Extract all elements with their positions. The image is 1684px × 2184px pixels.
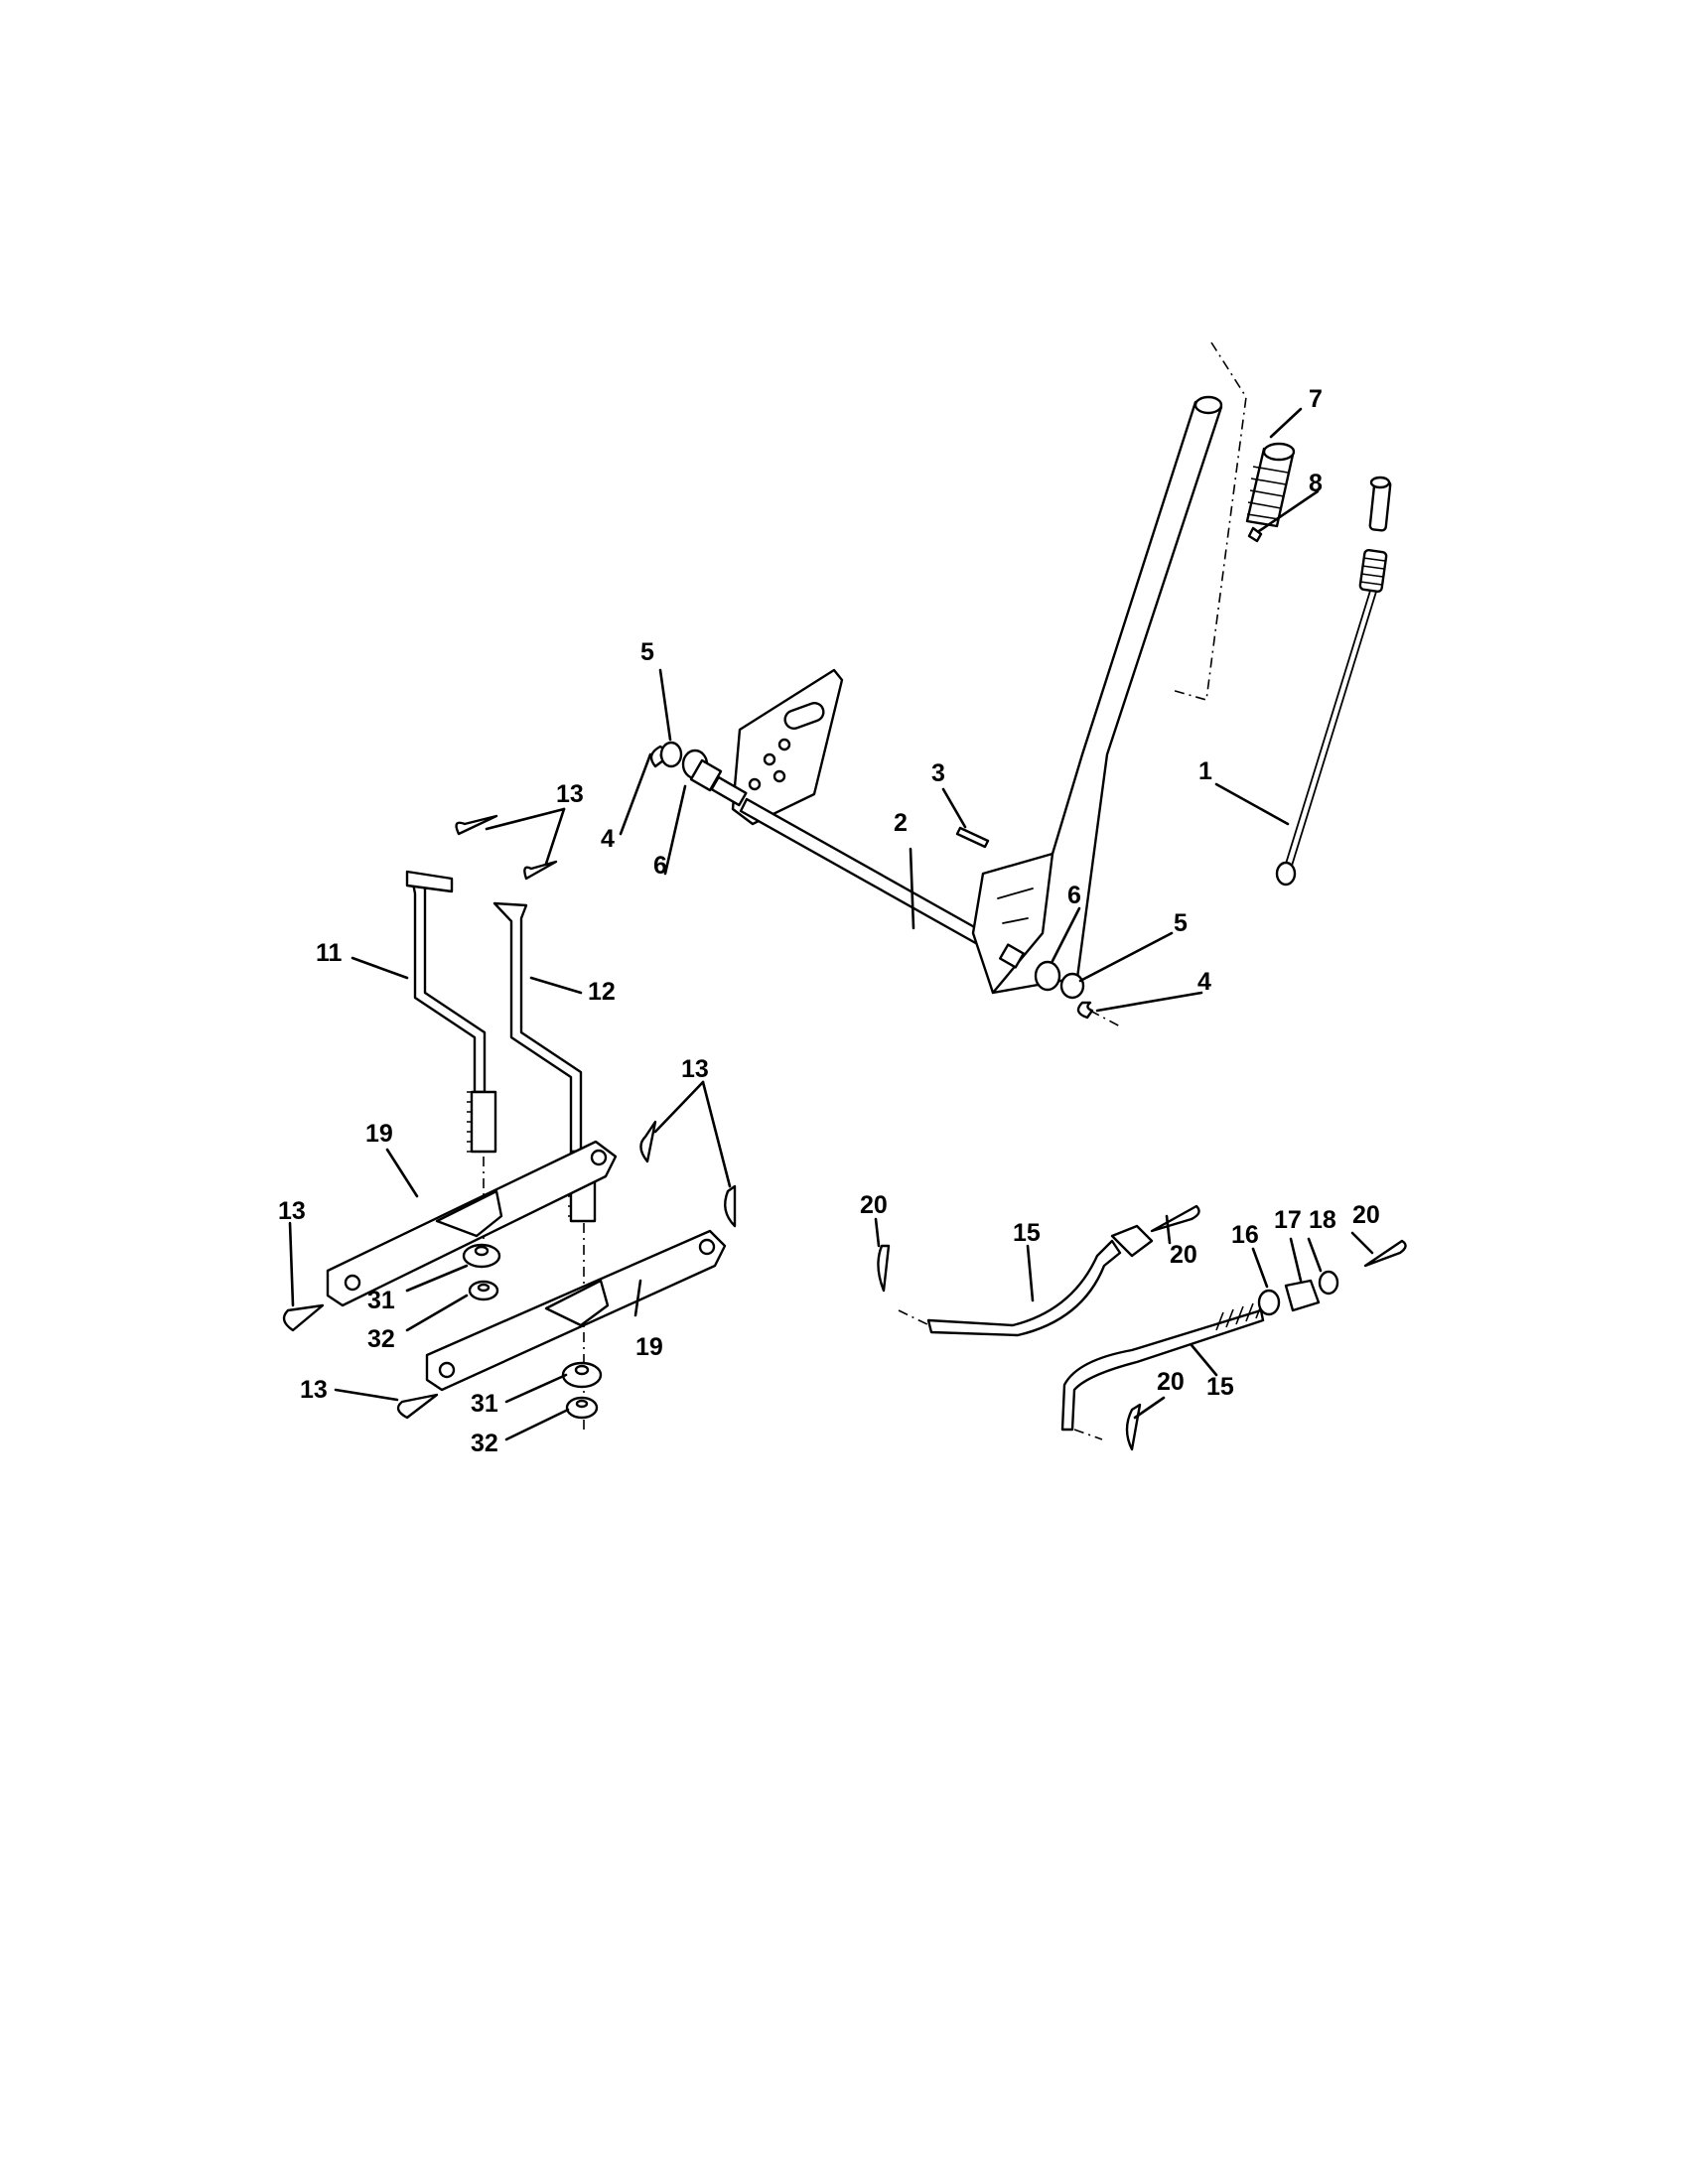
callout-5b: 5 bbox=[1174, 909, 1188, 937]
mounting-plate bbox=[731, 668, 844, 826]
callout-11: 11 bbox=[316, 939, 343, 967]
callout-13a: 13 bbox=[556, 780, 584, 808]
callout-20b: 20 bbox=[1170, 1241, 1197, 1269]
callout-32a: 32 bbox=[367, 1325, 395, 1353]
adjust-rod-lower bbox=[1060, 1299, 1265, 1440]
callout-7: 7 bbox=[1309, 385, 1323, 413]
callout-13d: 13 bbox=[300, 1376, 328, 1404]
callout-16: 16 bbox=[1231, 1221, 1259, 1249]
lift-arm-lower bbox=[425, 1229, 727, 1392]
left-bushing-stack bbox=[649, 741, 723, 792]
hair-pins bbox=[282, 814, 737, 1420]
callout-31a: 31 bbox=[367, 1287, 395, 1314]
callout-2: 2 bbox=[894, 809, 908, 837]
callout-31b: 31 bbox=[471, 1390, 498, 1418]
adjust-rod-upper bbox=[898, 1224, 1154, 1337]
leader-lines bbox=[288, 407, 1374, 1441]
callout-3: 3 bbox=[931, 759, 945, 787]
callout-13c: 13 bbox=[278, 1197, 306, 1225]
nuts-lower bbox=[561, 1361, 603, 1420]
callout-4b: 4 bbox=[1197, 968, 1211, 996]
callout-8: 8 bbox=[1309, 470, 1323, 497]
roll-pin bbox=[955, 826, 990, 849]
callout-20d: 20 bbox=[1157, 1368, 1185, 1396]
callout-19a: 19 bbox=[365, 1120, 393, 1148]
lift-shaft bbox=[710, 775, 1005, 957]
lift-arm-upper bbox=[326, 1140, 618, 1307]
callout-15a: 15 bbox=[1013, 1219, 1041, 1247]
callout-6a: 6 bbox=[653, 852, 667, 880]
ferrule-assembly bbox=[1257, 1270, 1339, 1316]
callout-17: 17 bbox=[1274, 1206, 1302, 1234]
handle-grip bbox=[1245, 442, 1296, 528]
lift-link-left bbox=[405, 870, 497, 1154]
callout-1: 1 bbox=[1198, 757, 1212, 785]
callout-12: 12 bbox=[588, 978, 616, 1006]
callout-13b: 13 bbox=[681, 1055, 709, 1083]
nuts-upper bbox=[462, 1243, 501, 1301]
callout-19b: 19 bbox=[635, 1333, 663, 1361]
callout-15b: 15 bbox=[1206, 1373, 1234, 1401]
callout-32b: 32 bbox=[471, 1430, 498, 1457]
release-rod bbox=[1275, 476, 1392, 887]
callout-5a: 5 bbox=[640, 638, 654, 666]
callout-20a: 20 bbox=[860, 1191, 888, 1219]
callout-18: 18 bbox=[1309, 1206, 1336, 1234]
right-bushing-stack bbox=[999, 943, 1123, 1028]
callout-20c: 20 bbox=[1352, 1201, 1380, 1229]
callout-labels: 7 8 1 3 2 5 4 6 6 5 4 13 11 12 13 19 13 … bbox=[278, 385, 1380, 1457]
callout-4a: 4 bbox=[601, 825, 615, 853]
callout-6b: 6 bbox=[1067, 882, 1081, 909]
